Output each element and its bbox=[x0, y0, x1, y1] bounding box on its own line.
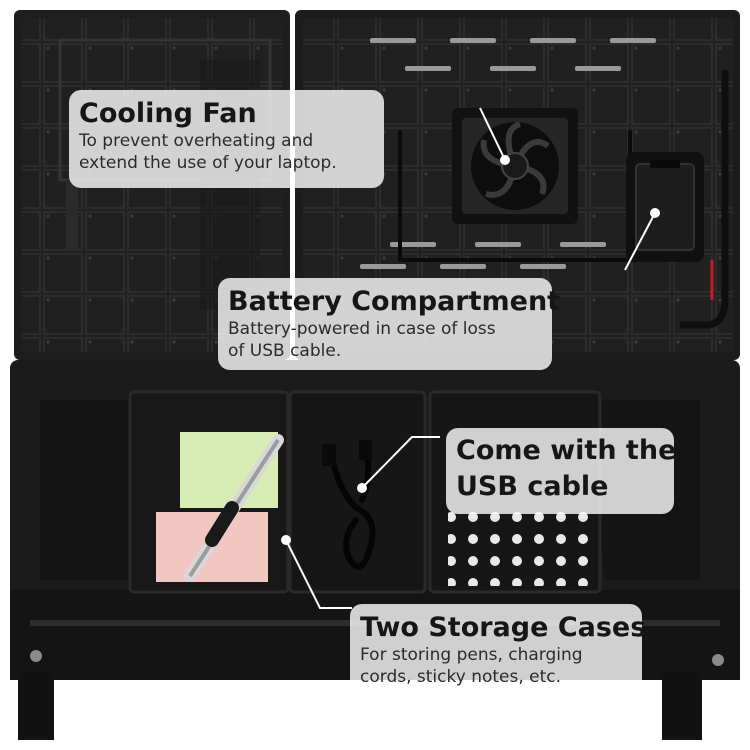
storage-cases-desc-line2: cords, sticky notes, etc. bbox=[360, 667, 562, 687]
battery-compartment-title: Battery Compartment bbox=[228, 286, 561, 317]
leader-lines bbox=[285, 107, 656, 609]
battery-compartment-desc-line1: Battery-powered in case of loss bbox=[228, 319, 496, 339]
storage-cases-desc-line1: For storing pens, charging bbox=[360, 645, 583, 665]
battery-icon bbox=[626, 152, 704, 262]
battery-compartment-callout: Battery Compartment Battery-powered in c… bbox=[218, 278, 561, 370]
cooling-fan-desc-line2: extend the use of your laptop. bbox=[79, 153, 337, 173]
usb-cable-callout: Come with the USB cable bbox=[446, 428, 677, 514]
storage-case-middle bbox=[288, 390, 427, 594]
pen-icon bbox=[184, 434, 284, 582]
cooling-fan-title: Cooling Fan bbox=[79, 98, 257, 129]
cooling-fan-callout: Cooling Fan To prevent overheating and e… bbox=[69, 90, 384, 188]
usb-cable-icon bbox=[322, 440, 376, 570]
storage-cases-callout: Two Storage Cases For storing pens, char… bbox=[350, 604, 647, 696]
usb-cable-title-line2: USB cable bbox=[456, 471, 609, 502]
usb-cable-title-line1: Come with the bbox=[456, 435, 677, 466]
battery-compartment-desc-line2: of USB cable. bbox=[228, 341, 342, 361]
leader-dots bbox=[281, 155, 660, 545]
fan-icon bbox=[452, 108, 578, 224]
cooling-fan-desc-line1: To prevent overheating and bbox=[79, 131, 314, 151]
storage-cases-title: Two Storage Cases bbox=[360, 612, 647, 643]
